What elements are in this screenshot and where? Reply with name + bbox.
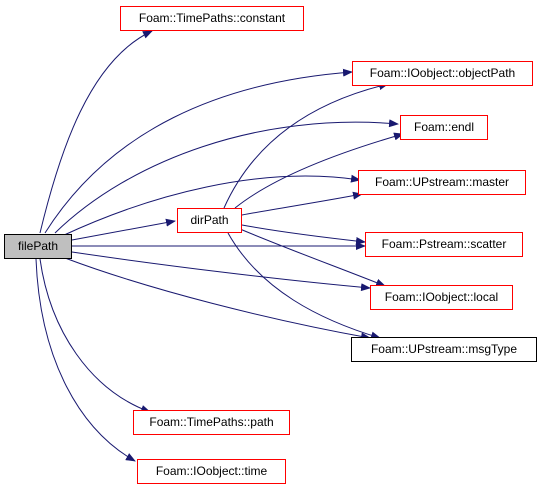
edge-filepath-objectpath bbox=[44, 68, 353, 234]
node-endl[interactable]: Foam::endl bbox=[400, 115, 488, 140]
edge-filepath-constant bbox=[39, 30, 153, 234]
edge-filepath-local bbox=[71, 251, 371, 292]
node-upstream-master[interactable]: Foam::UPstream::master bbox=[358, 170, 526, 195]
edge-filepath-master bbox=[61, 174, 361, 237]
edge-dirpath-objectpath bbox=[223, 82, 389, 209]
edge-filepath-msgtype bbox=[64, 257, 371, 341]
edge-dirpath-scatter bbox=[241, 224, 366, 245]
edge-dirpath-master bbox=[241, 191, 363, 216]
node-pstream-scatter[interactable]: Foam::Pstream::scatter bbox=[365, 232, 523, 257]
node-upstream-msgtype[interactable]: Foam::UPstream::msgType bbox=[351, 337, 537, 362]
edge-filepath-dirpath bbox=[71, 218, 176, 241]
node-ioobject-objectpath[interactable]: Foam::IOobject::objectPath bbox=[352, 61, 533, 86]
edge-dirpath-msgtype bbox=[227, 232, 381, 340]
edge-dirpath-local bbox=[239, 228, 386, 287]
node-ioobject-time[interactable]: Foam::IOobject::time bbox=[137, 459, 286, 484]
edge-dirpath-endl bbox=[234, 132, 404, 209]
edge-filepath-endl bbox=[54, 119, 399, 234]
node-filepath: filePath bbox=[4, 234, 72, 259]
node-timepaths-path[interactable]: Foam::TimePaths::path bbox=[133, 410, 290, 435]
edge-filepath-path bbox=[39, 258, 151, 413]
edge-filepath-time bbox=[35, 258, 136, 462]
node-timepaths-constant[interactable]: Foam::TimePaths::constant bbox=[120, 6, 304, 31]
node-dirpath[interactable]: dirPath bbox=[177, 208, 242, 233]
node-ioobject-local[interactable]: Foam::IOobject::local bbox=[370, 285, 513, 310]
